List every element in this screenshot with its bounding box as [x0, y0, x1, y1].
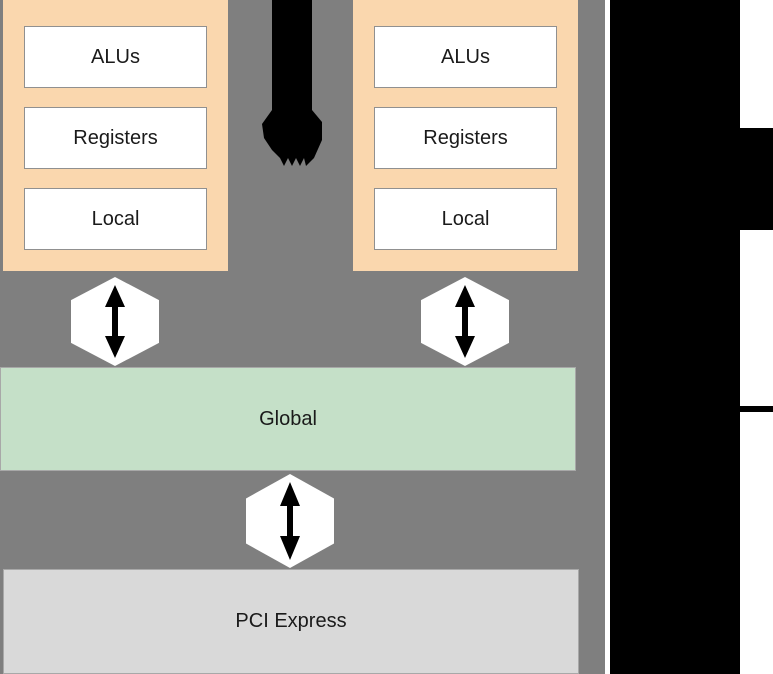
occluder-notch-bottom [740, 412, 773, 674]
occluder-notch-middle [740, 230, 773, 406]
occluder-notch-top [740, 0, 773, 128]
unit-box-local-left[interactable]: Local [24, 188, 207, 250]
black-occluder-panel [610, 0, 773, 674]
memory-bar-pci-express[interactable]: PCI Express [3, 569, 579, 674]
unit-box-registers-right[interactable]: Registers [374, 107, 557, 169]
bidirectional-arrow-icon [105, 285, 125, 358]
unit-box-local-right[interactable]: Local [374, 188, 557, 250]
unit-box-registers-left[interactable]: Registers [24, 107, 207, 169]
unit-box-alus-left[interactable]: ALUs [24, 26, 207, 88]
memory-bar-global[interactable]: Global [0, 367, 576, 471]
bidirectional-arrow-icon [280, 482, 300, 560]
compute-unit-right[interactable]: ALUs Registers Local [353, 0, 578, 271]
compute-unit-left[interactable]: ALUs Registers Local [3, 0, 228, 271]
unit-box-alus-right[interactable]: ALUs [374, 26, 557, 88]
bidirectional-arrow-icon [455, 285, 475, 358]
pointer-cursor-icon [256, 0, 328, 178]
